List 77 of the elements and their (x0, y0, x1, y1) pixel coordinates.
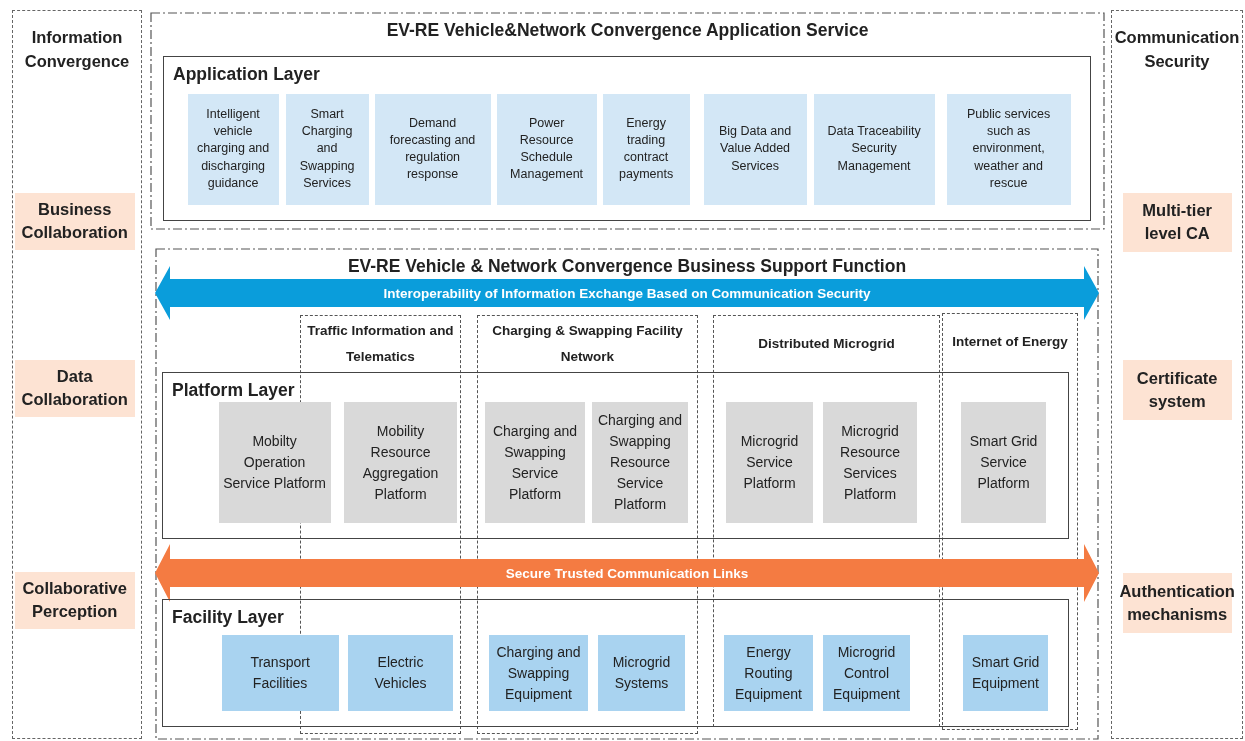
category-label: Business Collaboration (20, 199, 129, 244)
service-label: Demand forecasting and regulation response (388, 114, 477, 184)
service-label: Big Data and Value Added Services (717, 123, 793, 175)
category-label: Authentication mechanisms (1118, 580, 1236, 625)
platform-box (218, 401, 331, 523)
category-label: Data Collaboration (20, 366, 129, 411)
layer-heading: Platform Layer (172, 380, 295, 401)
facility-label: Charging and Swapping Equipment (495, 642, 582, 704)
platform-box (485, 402, 585, 523)
dash-dot-panel (150, 12, 1105, 230)
platform-label: Mobility Resource Aggregation Platform (361, 421, 440, 504)
platform-label: Mobilty Operation Service Platform (222, 431, 327, 493)
facility-label: Electric Vehicles (373, 653, 428, 693)
service-label: Intelligent vehicle charging and discharging guidance (195, 105, 271, 192)
layer-panel (163, 56, 1091, 221)
category-box (1122, 572, 1232, 633)
column-heading: Information Convergence (23, 27, 131, 72)
category-label: Collaborative Perception (21, 578, 128, 623)
service-box (703, 93, 807, 205)
platform-label: Microgrid Service Platform (739, 432, 800, 493)
category-box (14, 192, 135, 250)
service-label: Data Traceability Security Management (826, 123, 922, 175)
service-box (602, 93, 690, 205)
facility-box (724, 635, 813, 711)
platform-box (961, 402, 1046, 523)
service-box (946, 93, 1071, 205)
column-heading: Internet of Energy (951, 333, 1069, 352)
double-arrow-banner (155, 544, 1099, 602)
category-box (1122, 192, 1232, 252)
column-heading: Traffic Information and Telematics (307, 322, 454, 366)
banner-text: Interoperability of Information Exchange Based on Communication Security (383, 285, 871, 301)
platform-label: Charging and Swapping Resource Service Platform (596, 411, 684, 514)
facility-box (963, 635, 1048, 711)
service-box (187, 93, 279, 205)
service-label: Energy trading contract payments (618, 114, 675, 184)
platform-label: Smart Grid Service Platform (968, 432, 1039, 493)
facility-box (489, 635, 588, 711)
category-box (14, 571, 135, 629)
service-label: Smart Charging and Swapping Services (298, 105, 356, 192)
platform-label: Charging and Swapping Service Platform (491, 421, 579, 504)
service-box (285, 93, 369, 205)
service-label: Power Resource Schedule Management (509, 114, 585, 184)
layer-panel (162, 372, 1069, 539)
dashed-column (12, 10, 142, 739)
category-label: Multi-tier level CA (1141, 200, 1213, 245)
column-heading: Distributed Microgrid (757, 335, 896, 354)
platform-box (726, 402, 813, 523)
dash-dot-panel (155, 248, 1099, 740)
column-heading: Charging & Swapping Facility Network (491, 322, 684, 366)
service-box (496, 93, 597, 205)
category-label: Certificate system (1135, 367, 1219, 412)
facility-box (823, 635, 910, 711)
facility-box (598, 635, 685, 711)
platform-box (823, 402, 917, 523)
category-box (1122, 359, 1232, 420)
panel-title: EV-RE Vehicle&Network Convergence Application Service (385, 20, 870, 41)
layer-heading: Facility Layer (172, 607, 284, 628)
facility-label: Microgrid Control Equipment (832, 642, 901, 704)
dashed-column (1111, 10, 1243, 739)
platform-label: Microgrid Resource Services Platform (839, 421, 901, 504)
service-label: Public services such as environment, weather and rescue (965, 105, 1052, 192)
facility-box (348, 635, 453, 711)
facility-label: Transport Facilities (249, 652, 311, 693)
category-box (14, 359, 135, 417)
facility-label: Smart Grid Equipment (970, 653, 1041, 693)
layer-panel (162, 599, 1069, 727)
layer-heading: Application Layer (173, 64, 320, 85)
platform-box (592, 402, 688, 523)
platform-box (344, 402, 457, 523)
panel-title: EV-RE Vehicle & Network Convergence Business Support Function (346, 256, 908, 277)
service-box (374, 93, 491, 205)
facility-label: Energy Routing Equipment (734, 642, 803, 704)
banner-text: Secure Trusted Communication Links (505, 565, 749, 581)
service-box (813, 93, 935, 205)
column-heading: Communication Security (1113, 27, 1241, 72)
facility-label: Microgrid Systems (611, 653, 672, 693)
facility-box (221, 634, 339, 711)
